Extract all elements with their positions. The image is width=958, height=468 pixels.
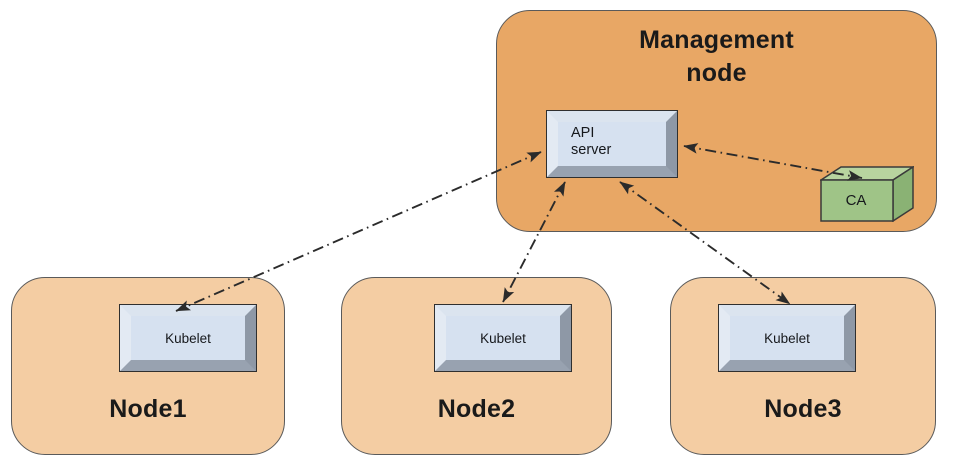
ca-cuboid-shape xyxy=(820,166,914,222)
kubelet-node3-label: Kubelet xyxy=(764,330,810,346)
management-node-label-line1: Management xyxy=(639,26,794,54)
node2-label: Node2 xyxy=(437,395,516,423)
kubelet-node3-box[interactable]: Kubelet xyxy=(718,304,856,372)
ca-box[interactable]: CA xyxy=(820,166,914,222)
ca-label: CA xyxy=(845,192,867,209)
api-server-label-line1: API xyxy=(571,125,595,141)
kubelet-node2-box[interactable]: Kubelet xyxy=(434,304,572,372)
kubelet-node1-label: Kubelet xyxy=(165,330,211,346)
kubelet-node1-box[interactable]: Kubelet xyxy=(119,304,257,372)
management-node-label-line2: node xyxy=(686,59,747,87)
api-server-bevel-frame xyxy=(547,111,677,177)
api-server-label-line2: server xyxy=(571,142,612,159)
node3-label: Node3 xyxy=(764,395,842,423)
api-server-label: API server xyxy=(547,111,677,177)
api-server-box[interactable]: API server xyxy=(546,110,678,178)
kubelet-node2-bevel-frame xyxy=(435,305,571,371)
node1-label: Node1 xyxy=(109,395,187,423)
kubelet-node3-bevel-frame xyxy=(719,305,855,371)
kubelet-node2-label: Kubelet xyxy=(480,330,526,346)
